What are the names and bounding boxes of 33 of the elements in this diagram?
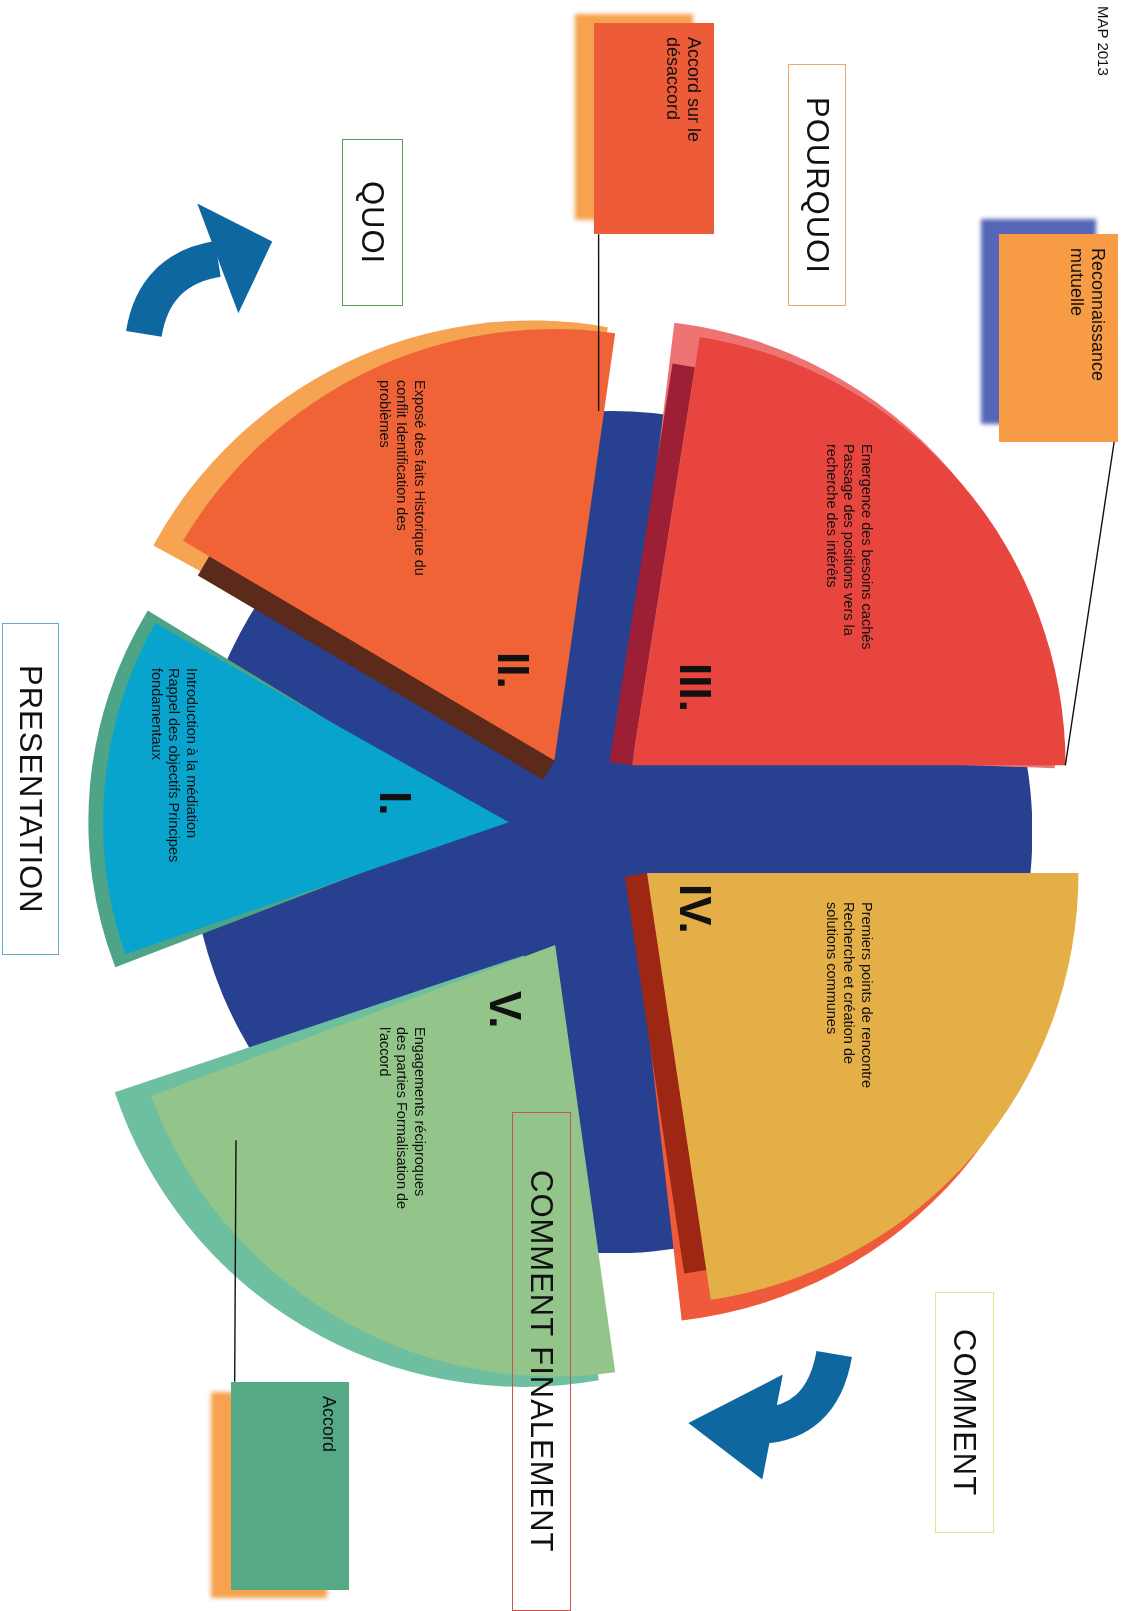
roman-numeral: I. xyxy=(372,791,417,816)
leader-line xyxy=(234,1139,237,1383)
pie-wedge xyxy=(631,337,1066,766)
callout-box xyxy=(593,22,714,235)
roman-numeral: II. xyxy=(491,652,536,690)
heading-box xyxy=(2,622,59,956)
stage-heading: QUOI xyxy=(354,180,391,265)
heading-box xyxy=(787,63,846,307)
callout-text: Reconnaissance mutuelle xyxy=(1066,248,1108,384)
stage-heading: PRESENTATION xyxy=(12,664,49,914)
callout-text: Accord sur le désaccord xyxy=(662,36,704,144)
stage-heading: POURQUOI xyxy=(798,96,835,274)
roman-numeral: V. xyxy=(482,991,527,1029)
stage-description: Premiers points de rencontre Recherche et création de solutions communes xyxy=(822,902,875,1091)
year-note: MAP 2013 xyxy=(1095,6,1113,76)
roman-numeral: III. xyxy=(672,662,717,712)
callout-box xyxy=(231,1381,350,1591)
stage-description: Engagements réciproques des parties Formalisation de l'accord xyxy=(375,1027,429,1212)
leader-line xyxy=(597,233,600,412)
callout-text: Accord xyxy=(318,1395,340,1452)
stage-description: Exposé des faits Historique du conflit Identification des problèmes xyxy=(375,380,429,578)
stage-heading: COMMENT xyxy=(946,1329,983,1497)
pie-wedge xyxy=(183,328,616,761)
heading-box xyxy=(342,138,403,307)
roman-numeral: IV. xyxy=(672,883,717,934)
leader-line xyxy=(1064,441,1115,767)
stage-description: Emergence des besoins cachés Passage des positions vers la recherche des intérêts xyxy=(822,443,875,652)
pie-wedge xyxy=(647,873,1079,1300)
callout-box xyxy=(998,234,1118,442)
stage-heading: COMMENT FINALEMENT xyxy=(523,1169,560,1553)
heading-box xyxy=(511,1111,572,1611)
heading-box xyxy=(934,1292,995,1533)
stage-description: Introduction à la médiation Rappel des objectifs Principes fondamentaux xyxy=(147,667,200,864)
